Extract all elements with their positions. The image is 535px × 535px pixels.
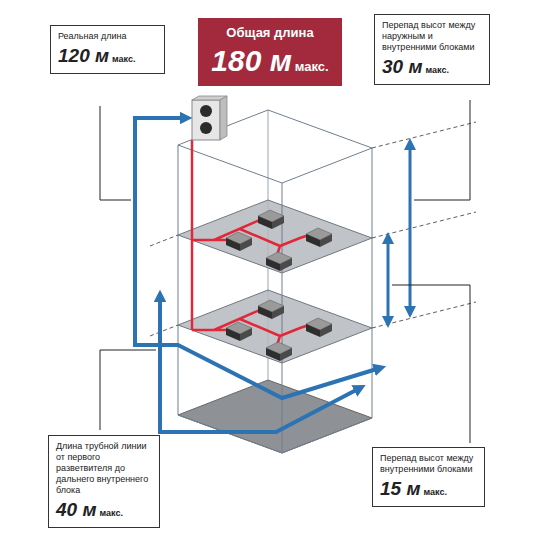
value-row: 40 ммакс. xyxy=(56,499,152,521)
height-callout: Перепад высот между наружным и внутренни… xyxy=(374,14,490,85)
branch-length-callout: Длина трубной линии от первого разветвит… xyxy=(48,435,160,528)
callout-caption: Перепад высот между наружным и внутренни… xyxy=(382,20,482,53)
value-unit: макс. xyxy=(423,487,446,497)
callout-caption: Перепад высот между внутренними блоками xyxy=(380,453,477,475)
value-number: 120 м xyxy=(58,45,109,66)
value-unit: макс. xyxy=(425,65,448,75)
height-callout: Перепад высот между внутренними блоками 1… xyxy=(372,447,485,507)
value-row: 180 ммакс. xyxy=(204,44,336,78)
value-number: 15 м xyxy=(380,478,420,499)
total-length-banner: Общая длина 180 ммакс. xyxy=(198,18,342,86)
callout-caption: Общая длина xyxy=(204,25,336,41)
value-number: 180 м xyxy=(211,44,292,77)
value-row: 15 ммакс. xyxy=(380,478,477,500)
value-unit: макс. xyxy=(112,54,135,64)
value-row: 30 ммакс. xyxy=(382,56,482,78)
value-unit: макс. xyxy=(295,59,329,74)
callout-caption: Длина трубной линии от первого разветвит… xyxy=(56,441,152,496)
value-number: 40 м xyxy=(56,499,96,520)
length-callout: Реальная длина 120 ммакс. xyxy=(50,25,165,74)
callout-caption: Реальная длина xyxy=(58,31,157,42)
value-number: 30 м xyxy=(382,56,422,77)
value-row: 120 ммакс. xyxy=(58,45,157,67)
value-unit: макс. xyxy=(99,508,122,518)
